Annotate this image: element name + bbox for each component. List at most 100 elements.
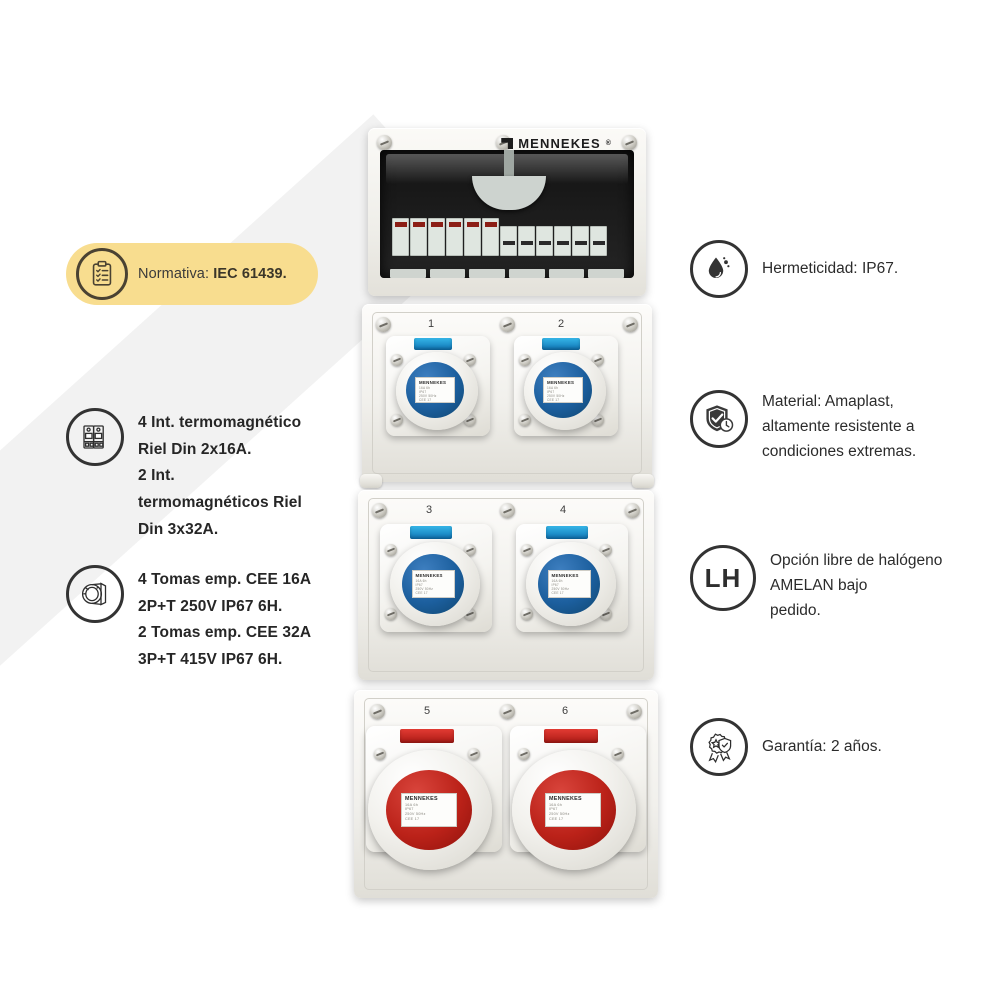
feature-breakers-line-4: Din 3x32A. [138,520,219,538]
screw [376,317,391,332]
socket-face: MENNEKES 16A 6h IP67 250V 50Hz CEE 17 [530,770,616,850]
screw [518,748,530,760]
knockout [469,269,506,278]
socket-label-title: MENNEKES [551,573,579,578]
screw [627,704,642,719]
normativa-pill: Normativa: IEC 61439. [66,243,318,305]
screw [500,503,515,518]
feature-breakers-text: 4 Int. termomagnético Riel Din 2x16A. 2 … [138,408,302,543]
socket-number-6: 6 [562,705,569,717]
socket-label-title: MENNEKES [415,573,443,578]
breaker-window [380,150,634,278]
screw [385,544,397,556]
breaker-pole [446,218,463,256]
feature-material-line-1: altamente resistente a [762,417,915,435]
socket-label-line4: CEE 17 [549,816,564,821]
socket-face: MENNEKES 16A 6h IP67 250V 50Hz CEE 17 [406,362,464,418]
screw [519,414,531,426]
hinge [632,474,654,488]
socket-rating-label: MENNEKES 16A 6h IP67 250V 50Hz CEE 17 [415,377,455,403]
cee-socket-4[interactable]: MENNEKES 16A 6h IP67 250V 50Hz CEE 17 [516,524,634,644]
mennekes-mark-icon [501,138,514,149]
screw [391,354,403,366]
clipboard-checklist-icon [76,248,128,300]
screw [600,544,612,556]
feature-sockets-line-1: 2P+T 250V IP67 6H. [138,597,283,615]
knockout [548,269,585,278]
socket-switch-tab[interactable] [400,729,454,743]
socket-label-line1: 16A 6h [551,578,563,583]
socket-label-line1: 16A 6h [419,385,431,390]
feature-material-text: Material: Amaplast, altamente resistente… [762,390,916,464]
feature-halogen-free-line-2: pedido. [770,601,821,619]
socket-label-line4: CEE 17 [547,397,560,402]
module-plate [372,312,642,474]
feature-breakers-line-1: Riel Din 2x16A. [138,440,252,458]
circuit-breaker-icon [66,408,124,466]
cee-socket-2[interactable]: MENNEKES 16A 6h IP67 250V 50Hz CEE 17 [514,336,622,444]
socket-face: MENNEKES 16A 6h IP67 250V 50Hz CEE 17 [402,554,464,614]
socket-module-1: 1 2 MENNEKES 16A 6h IP67 250V 50Hz [360,304,654,488]
socket-switch-tab[interactable] [542,338,580,350]
feature-hermeticity-text: Hermeticidad: IP67. [762,257,898,282]
socket-label-line1: 16A 6h [549,802,563,807]
socket-label-line3: 250V 50Hz [405,812,426,817]
cee-socket-6[interactable]: MENNEKES 16A 6h IP67 250V 50Hz CEE 17 [510,726,656,882]
screw [374,748,386,760]
socket-label-line2: IP67 [419,389,427,394]
lh-text-icon: LH [690,545,756,611]
socket-label-title: MENNEKES [405,796,438,802]
feature-warranty: Garantía: 2 años. [690,718,990,776]
socket-label-title: MENNEKES [547,380,575,385]
feature-halogen-free-line-1: AMELAN bajo [770,576,868,594]
socket-label-line2: IP67 [547,389,555,394]
screw [500,317,515,332]
socket-switch-tab[interactable] [544,729,598,743]
cee-socket-3[interactable]: MENNEKES 16A 6h IP67 250V 50Hz CEE 17 [380,524,498,644]
screw [377,135,392,150]
socket-label-line3: 250V 50Hz [551,586,570,591]
normativa-text: Normativa: IEC 61439. [138,262,287,287]
feature-warranty-label: Garantía: [762,737,831,755]
socket-rating-label: MENNEKES 16A 6h IP67 250V 50Hz CEE 17 [543,377,583,403]
socket-rating-label: MENNEKES 16A 6h IP67 250V 50Hz CEE 17 [545,793,601,827]
feature-halogen-free-text: Opción libre de halógeno AMELAN bajo ped… [770,545,942,623]
background-band-top-right [325,0,1000,87]
socket-label-title: MENNEKES [419,380,447,385]
socket-label-line3: 250V 50Hz [419,393,437,398]
socket-label-line2: IP67 [415,582,423,587]
feature-sockets-text: 4 Tomas emp. CEE 16A 2P+T 250V IP67 6H. … [138,565,311,674]
knockout [390,269,426,278]
feature-breakers: 4 Int. termomagnético Riel Din 2x16A. 2 … [66,408,336,543]
socket-number-4: 4 [560,504,567,516]
feature-hermeticity-label: Hermeticidad: [762,259,862,277]
screw [464,354,476,366]
normativa-value: IEC 61439. [213,265,287,282]
feature-sockets-line-0: 4 Tomas emp. CEE 16A [138,571,312,588]
socket-switch-tab[interactable] [410,526,452,539]
module-plate [364,698,648,890]
screw [592,354,604,366]
shield-check-clock-icon [690,390,748,448]
feature-material-value: Amaplast, [824,393,894,410]
breaker-pole [518,226,535,256]
breaker-bank-left [392,218,499,256]
cee-socket-1[interactable]: MENNEKES 16A 6h IP67 250V 50Hz CEE 17 [386,336,494,444]
feature-halogen-free-line-0: Opción libre de halógeno [770,552,943,569]
socket-label-line4: CEE 17 [405,816,420,821]
normativa-label: Normativa: [138,265,214,282]
breaker-pole [410,218,427,256]
cee-socket-5[interactable]: MENNEKES 16A 6h IP67 250V 50Hz CEE 17 [366,726,512,882]
screw [625,503,640,518]
socket-label-line1: 16A 6h [405,802,419,807]
feature-breakers-line-3: termomagnéticos Riel [138,493,302,511]
screw [612,748,624,760]
bottom-knockouts [380,269,634,278]
handle-knob [472,176,546,210]
breaker-pole [428,218,445,256]
socket-switch-tab[interactable] [414,338,452,350]
feature-hermeticity-value: IP67. [861,259,899,277]
socket-switch-tab[interactable] [546,526,588,539]
socket-label-line4: CEE 17 [419,397,432,402]
